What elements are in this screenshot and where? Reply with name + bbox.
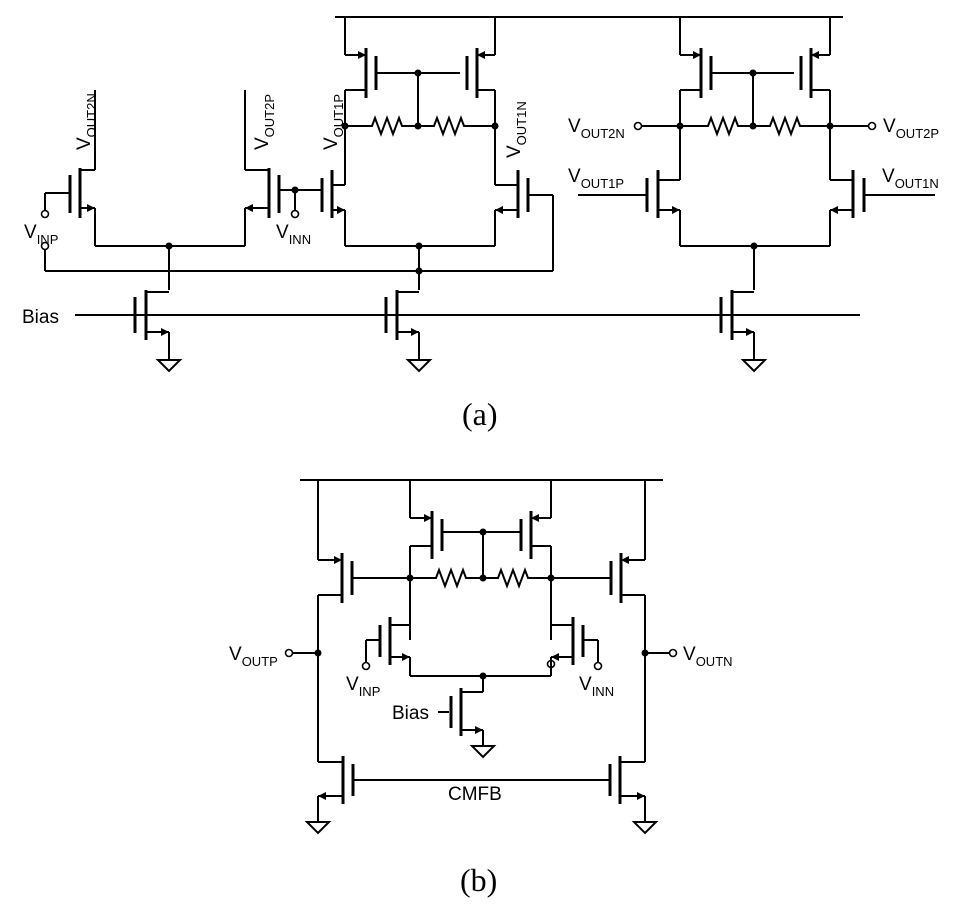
- vout1p-label-right: VOUT1P: [568, 166, 624, 191]
- stage2-pmos-load: [633, 17, 877, 180]
- vout2p-label-right: VOUT2P: [883, 116, 939, 141]
- outer-pmos-left: [314, 480, 354, 762]
- input-nmos-pair-b: [361, 617, 603, 692]
- tail-source-b: [438, 688, 497, 759]
- outer-pmos-right: [609, 480, 649, 762]
- input-pair: [40, 90, 553, 290]
- stage1-nmos-pair: [320, 170, 554, 290]
- vinp-label-a: VINP: [24, 222, 58, 247]
- stage1-pmos-load: [341, 17, 499, 185]
- vout2n-label-left: VOUT2N: [74, 93, 99, 150]
- caption-a: (a): [462, 396, 498, 432]
- cmfb-label: CMFB: [448, 784, 502, 805]
- vout1n-label-right: VOUT1N: [882, 166, 939, 191]
- bias-label-a: Bias: [22, 307, 59, 328]
- vout1p-label-left: VOUT1P: [321, 94, 346, 150]
- vout2n-label-right: VOUT2N: [568, 116, 625, 141]
- inner-pmos-loads: [409, 480, 552, 640]
- vinn-label-b: VINN: [579, 674, 614, 699]
- voutp-label: VOUTP: [229, 644, 278, 669]
- bias-label-b: Bias: [392, 703, 429, 724]
- stage2-nmos-pair: [578, 170, 935, 290]
- vout1n-label-left: VOUT1N: [504, 101, 529, 158]
- caption-b: (b): [460, 862, 497, 898]
- vout2p-label-left: VOUT2P: [252, 94, 277, 150]
- tail-sources-a: [75, 290, 860, 373]
- cmfb-nmos: [304, 756, 659, 835]
- diagram-b: VOUTP VOUTN VINP VINN Bias CMFB (b): [229, 479, 733, 898]
- diagram-a: Bias VINP VINN VOUT2N VOUT2P VOUT1P VOUT…: [22, 16, 939, 432]
- vinp-label-b: VINP: [346, 674, 380, 699]
- voutn-label: VOUTN: [683, 644, 733, 669]
- vinn-label-a: VINN: [276, 222, 311, 247]
